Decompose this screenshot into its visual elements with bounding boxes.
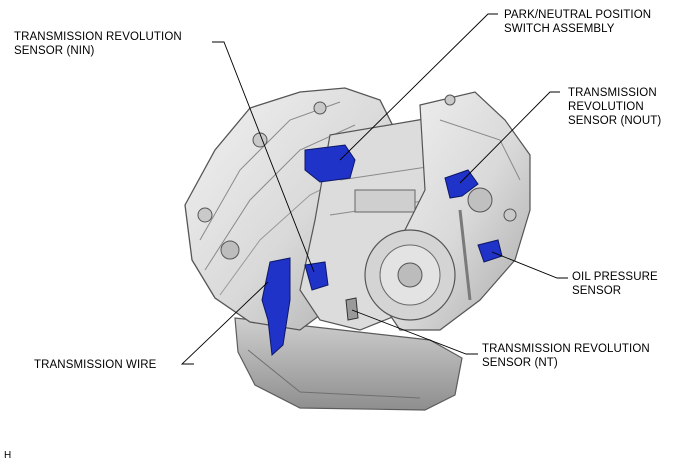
leader-park-neutral <box>339 13 498 161</box>
nin-sensor-part <box>304 261 329 291</box>
label-park-neutral-switch: PARK/NEUTRAL POSITION SWITCH ASSEMBLY <box>504 9 652 35</box>
label-nin-sensor: TRANSMISSION REVOLUTION SENSOR (NIN) <box>14 31 182 57</box>
leader-nout <box>459 91 560 184</box>
leader-oil-pressure <box>491 251 568 279</box>
label-nout-sensor: TRANSMISSION REVOLUTION SENSOR (NOUT) <box>568 87 662 127</box>
corner-code: H <box>4 450 12 461</box>
leader-nt <box>351 309 478 355</box>
leader-nin <box>212 41 315 273</box>
label-nt-sensor: TRANSMISSION REVOLUTION SENSOR (NT) <box>482 343 650 369</box>
park-neutral-switch-part <box>304 144 356 183</box>
label-transmission-wire: TRANSMISSION WIRE <box>34 359 157 371</box>
label-oil-pressure-sensor: OIL PRESSURE SENSOR <box>572 271 658 297</box>
transmission-wire-part <box>261 257 291 357</box>
oil-pan <box>234 317 463 411</box>
nout-sensor-part <box>444 169 479 199</box>
nt-sensor-part <box>345 297 359 321</box>
leader-wire <box>180 281 269 365</box>
